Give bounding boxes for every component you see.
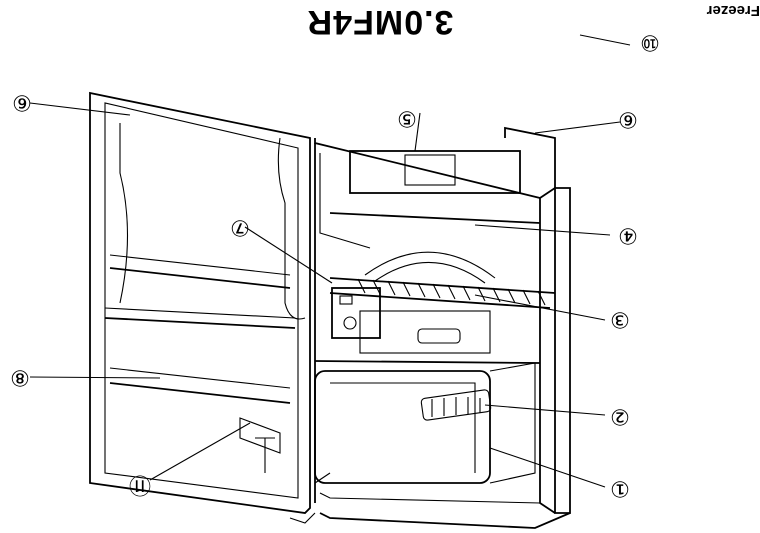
door-divider-b	[104, 307, 296, 319]
door-shelf-1	[109, 382, 291, 404]
callout-11: ⑪	[129, 473, 151, 498]
door-shelf-1b	[109, 367, 291, 389]
leader-4	[474, 224, 611, 236]
callout-7: ⑦	[230, 216, 250, 241]
glass-shelf-front	[329, 292, 551, 309]
middle-section	[314, 150, 556, 364]
leader-lines	[29, 34, 631, 488]
leader-5	[414, 112, 421, 152]
crisper-box	[314, 370, 491, 484]
leader-7	[244, 226, 333, 284]
door-shelf-2b	[109, 254, 291, 276]
door-bottom-foot	[289, 512, 316, 524]
leader-1	[489, 447, 606, 488]
thermostat-box	[331, 287, 381, 339]
freezer-door-panel	[404, 154, 456, 186]
freezer-arch-outer	[364, 251, 496, 279]
callout-5: ⑤	[397, 107, 417, 132]
freezer-wall	[319, 153, 371, 249]
crisper-side	[489, 362, 536, 484]
leader-10	[579, 34, 631, 46]
cabinet-top-right	[314, 138, 541, 199]
drawer	[359, 310, 491, 354]
crisper-inner	[330, 382, 476, 473]
thermostat-switch	[339, 295, 353, 305]
bottle-holder	[255, 437, 275, 473]
cabinet	[314, 126, 571, 529]
lower-compartment	[314, 362, 536, 484]
cabinet-side-depth	[539, 187, 556, 514]
door-gasket-left	[277, 137, 306, 320]
ice-tray	[420, 389, 492, 421]
drawer-handle	[417, 328, 461, 344]
door-shelf-2	[109, 267, 291, 289]
callout-10: ⑩	[640, 31, 660, 56]
door-gasket-right	[119, 123, 129, 304]
leader-2	[484, 404, 606, 416]
callout-4: ④	[618, 224, 638, 249]
crisper-corner	[314, 472, 331, 484]
callouts: ⑩ ④ ③ ② ① ⑥ ⑤ ⑦ ⑧ ⑪ ⑥	[10, 31, 660, 502]
callout-2: ②	[610, 405, 630, 430]
leader-6b	[29, 102, 131, 116]
door-inner	[104, 102, 299, 499]
freezer-shelf	[329, 212, 541, 224]
cabinet-bottom-edge	[319, 512, 571, 529]
leader-6a	[534, 121, 621, 134]
shelf-hatch	[357, 278, 546, 306]
callout-1: ①	[610, 477, 630, 502]
callout-3: ③	[610, 308, 630, 333]
shelf-line	[314, 360, 541, 364]
door-outline	[89, 91, 311, 514]
egg-holder	[239, 417, 281, 454]
door	[89, 91, 316, 524]
ice-tray-cells	[431, 397, 481, 417]
cabinet-top-edge	[504, 126, 556, 188]
leader-8	[29, 376, 161, 379]
door-divider	[104, 317, 296, 329]
freezer-arch	[374, 261, 486, 284]
freezer-compartment	[349, 150, 521, 194]
callout-6-right: ⑥	[12, 91, 32, 116]
callout-8: ⑧	[10, 366, 30, 391]
leader-11	[149, 422, 251, 481]
cabinet-side-left	[554, 187, 571, 514]
leader-3	[474, 294, 606, 321]
thermostat-knob	[343, 316, 357, 330]
cabinet-bottom-inner	[319, 492, 541, 504]
callout-6-left: ⑥	[618, 108, 638, 133]
glass-shelf-back	[329, 277, 556, 294]
